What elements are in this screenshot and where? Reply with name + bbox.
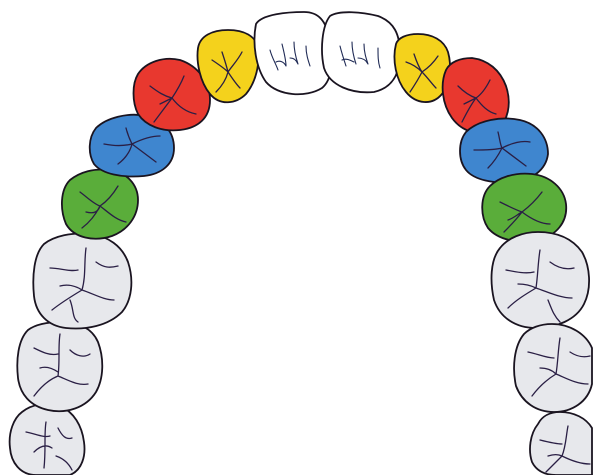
right-central-incisor bbox=[322, 12, 400, 92]
right-first-molar bbox=[492, 232, 590, 328]
right-third-molar bbox=[530, 412, 592, 475]
left-first-molar bbox=[33, 233, 131, 328]
right-second-molar bbox=[514, 324, 592, 412]
left-central-incisor bbox=[254, 12, 331, 94]
left-second-molar bbox=[17, 322, 102, 411]
right-second-premolar bbox=[482, 174, 566, 242]
right-lateral-incisor bbox=[394, 34, 450, 102]
left-second-premolar bbox=[62, 169, 138, 238]
right-first-premolar bbox=[460, 119, 548, 183]
left-second-molar-lower bbox=[10, 404, 85, 475]
